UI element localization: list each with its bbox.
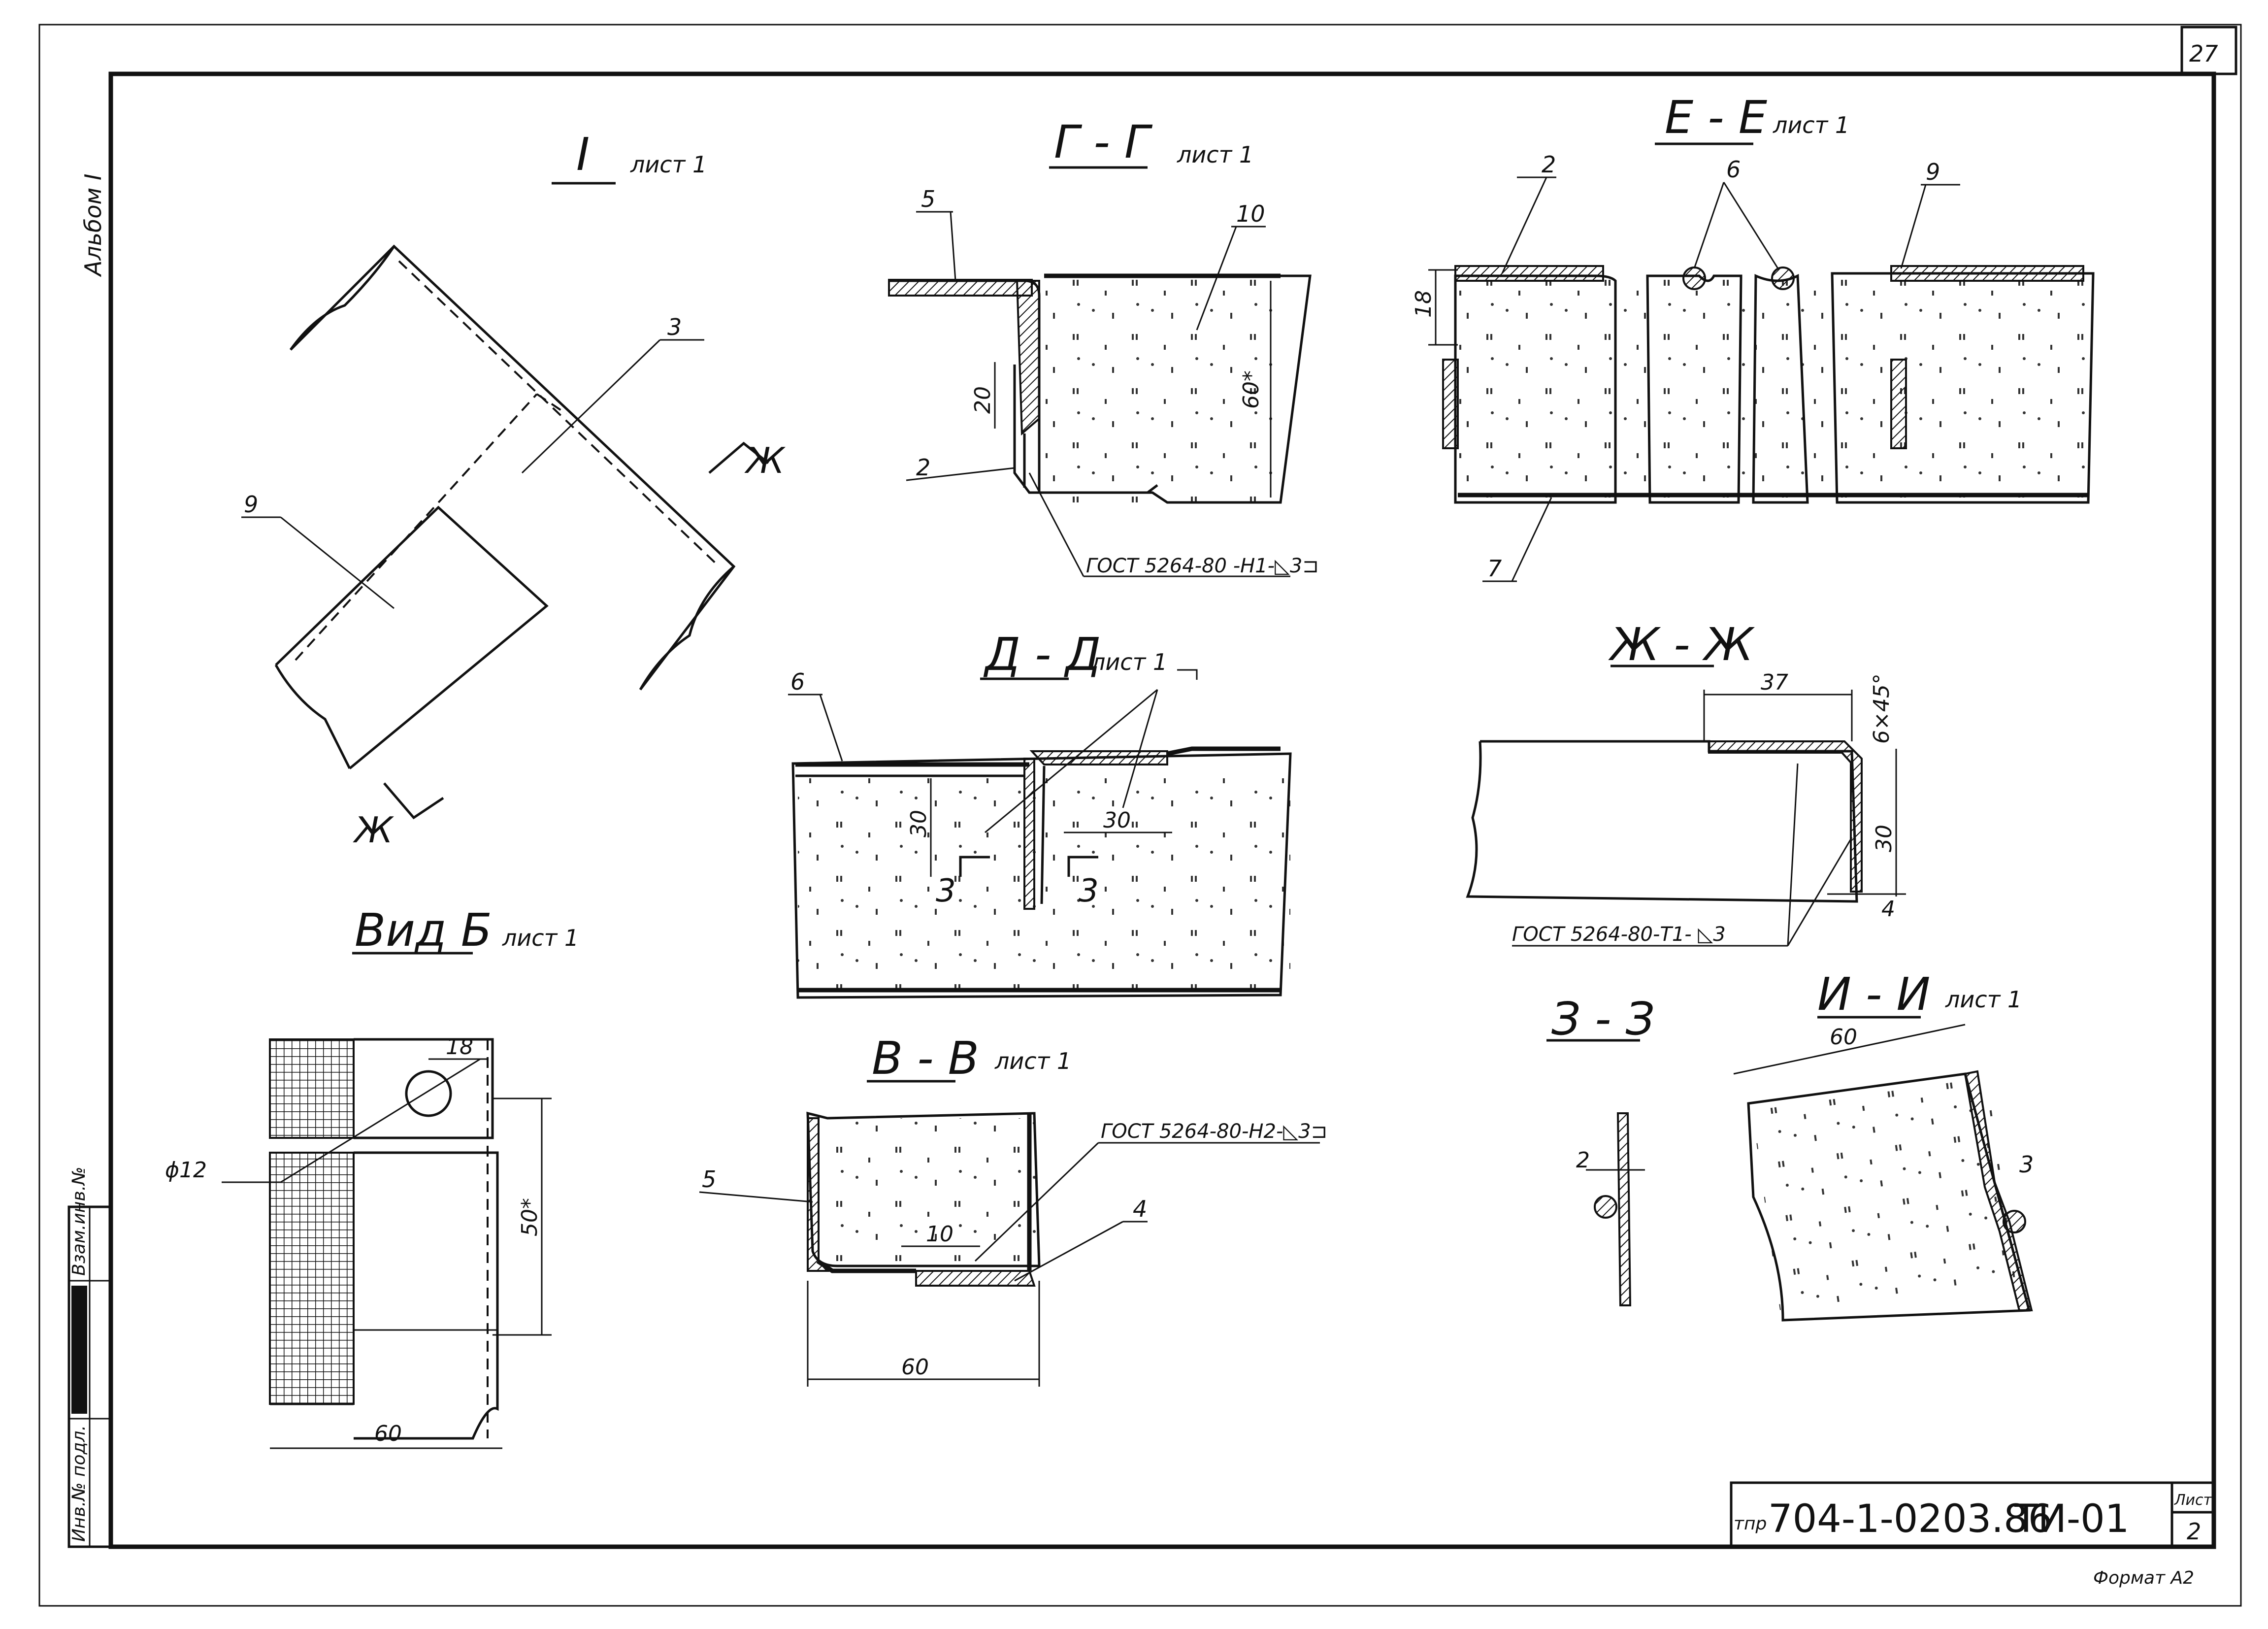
view-I-cut-bottom: Ж	[353, 809, 394, 851]
side-label-2: Подп. и дата	[69, 1288, 89, 1409]
view-VidB-dim-50: 50*	[517, 1198, 542, 1236]
view-ZhZh-dim-4: 4	[1881, 897, 1895, 922]
view-DD-callout-6: 6	[790, 668, 805, 695]
view-GG-dim-60: 60*	[1239, 370, 1264, 409]
page-number-box	[2180, 26, 2237, 75]
view-GG-ref: лист 1	[1177, 141, 1253, 168]
view-II: И - И лист 1 60 3	[1733, 968, 2034, 1322]
document-code: ТИ-01	[2014, 1497, 2129, 1541]
view-VV: В - В лист 1 10 60 5 4 ГОСТ 5264-80-Н2-◺…	[699, 1032, 1327, 1387]
view-GG-callout-10: 10	[1236, 200, 1265, 227]
view-I-callout-9: 9	[244, 491, 258, 518]
view-GG-callout-5: 5	[921, 186, 935, 212]
side-label-3: Взам.инв.№	[69, 1166, 89, 1276]
view-VV-dim-60: 60	[901, 1355, 929, 1380]
view-I-ref: лист 1	[630, 151, 707, 178]
view-GG-title: Г - Г	[1054, 116, 1153, 168]
view-I-title: I	[576, 128, 590, 181]
view-II-callout-3: 3	[2019, 1151, 2034, 1178]
title-block: тпр 704-1-0203.86 ТИ-01 Лист 2	[1730, 1481, 2215, 1548]
view-VV-callout-5: 5	[702, 1166, 716, 1193]
side-stamp: Инв.№ подл. Подп. и дата Взам.инв.№	[67, 1166, 112, 1548]
view-ZhZh-weld: ГОСТ 5264-80-Т1- ◺3	[1512, 923, 1726, 946]
view-ZhZh-title: Ж - Ж	[1608, 618, 1755, 671]
view-GG-callout-2: 2	[916, 454, 930, 481]
view-VV-ref: лист 1	[994, 1048, 1071, 1074]
view-I-callout-3: 3	[667, 314, 682, 340]
view-EE-callout-7: 7	[1487, 555, 1502, 582]
side-label-1: Инв.№ подл.	[69, 1425, 89, 1542]
view-EE-callout-6: 6	[1726, 156, 1741, 183]
view-ZhZh-dim-30: 30	[1872, 825, 1897, 852]
view-VidB-dim-phi12: ϕ12	[165, 1158, 207, 1183]
view-VidB-dim-18: 18	[446, 1034, 473, 1060]
view-II-dim-60: 60	[1830, 1025, 1857, 1050]
view-EE-callout-9: 9	[1926, 159, 1940, 185]
view-DD-title: Д - Д	[983, 628, 1101, 681]
view-VidB: Вид Б лист 1 18 ϕ12 50* 60	[165, 904, 579, 1449]
list-label: Лист	[2174, 1492, 2213, 1509]
list-number: 2	[2187, 1518, 2201, 1545]
view-GG-dim-20: 20	[970, 386, 995, 414]
view-EE-ref: лист 1	[1773, 112, 1849, 138]
view-VV-weld: ГОСТ 5264-80-Н2-◺3⊐	[1101, 1120, 1327, 1143]
view-DD: Д - Д лист 1 30 30 3 3 6	[788, 628, 1292, 999]
view-DD-cut-left: 3	[936, 873, 956, 909]
view-VV-callout-4: 4	[1133, 1196, 1147, 1222]
view-DD-dim-30-h: 30	[1103, 808, 1131, 833]
view-DD-cut-right: 3	[1079, 873, 1099, 909]
view-DD-ref: лист 1	[1090, 649, 1167, 675]
view-VV-dim-10: 10	[926, 1222, 953, 1247]
view-EE: Е - Е лист 1 18 2 6 9 7	[1411, 91, 2095, 582]
stamp-prefix: тпр	[1734, 1514, 1767, 1534]
view-ZZ: З - З 2	[1546, 993, 1655, 1306]
sheet-frame: 27 Альбом I Формат А2	[38, 24, 2242, 1607]
view-ZhZh: Ж - Ж 37 6×45° 30 4 ГОСТ 5264-80-Т1- ◺3	[1466, 618, 1906, 947]
view-ZZ-title: З - З	[1551, 993, 1655, 1045]
view-GG: Г - Г лист 1 20 60* 5 10 2 ГОСТ 5264-80 …	[888, 116, 1319, 577]
view-I-cut-top: Ж	[744, 440, 786, 481]
view-ZhZh-dim-37: 37	[1761, 670, 1788, 695]
view-II-title: И - И	[1817, 968, 1930, 1021]
view-I: I лист 1 3 9 Ж Ж	[241, 128, 786, 851]
view-VidB-ref: лист 1	[502, 925, 579, 951]
view-EE-dim-18: 18	[1411, 290, 1436, 318]
view-EE-callout-2: 2	[1542, 151, 1556, 178]
view-DD-dim-30-v: 30	[906, 810, 931, 837]
project-code: 704-1-0203.86	[1768, 1497, 2052, 1541]
view-VidB-dim-60: 60	[374, 1421, 402, 1446]
view-VV-title: В - В	[872, 1032, 979, 1085]
view-ZZ-dim-2: 2	[1576, 1148, 1590, 1173]
page-number: 27	[2189, 40, 2218, 67]
view-VidB-title: Вид Б	[355, 904, 492, 957]
view-ZhZh-dim-6x45: 6×45°	[1869, 673, 1894, 744]
view-GG-weld: ГОСТ 5264-80 -Н1-◺3⊐	[1086, 555, 1319, 577]
format-label: Формат А2	[2093, 1568, 2194, 1588]
album-label: Альбом I	[80, 174, 106, 277]
view-EE-title: Е - Е	[1665, 91, 1767, 144]
view-II-ref: лист 1	[1945, 986, 2022, 1013]
